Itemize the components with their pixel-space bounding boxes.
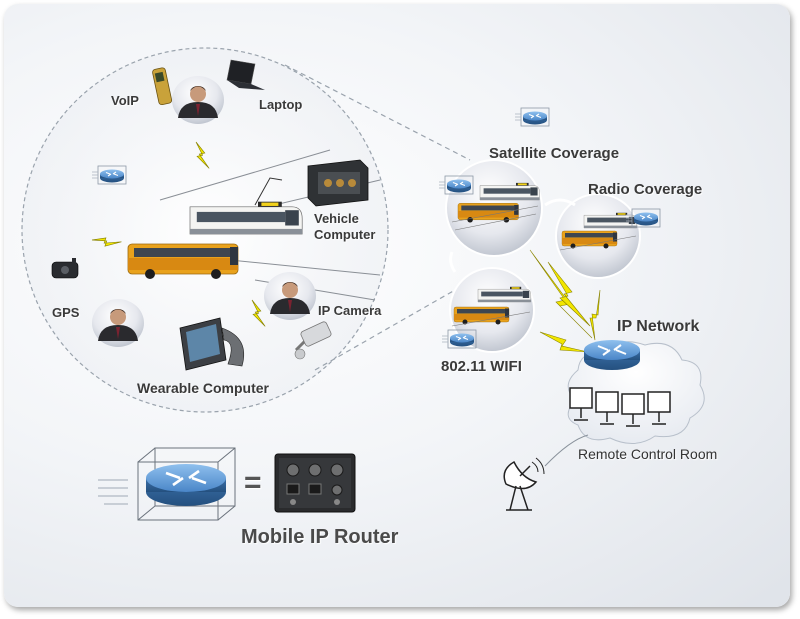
tram-icon [189,201,303,235]
vehicle-computer-label-line1: Vehicle [314,211,359,226]
gps-icon [51,258,79,279]
ip-camera-label: IP Camera [318,303,382,318]
laptop-label: Laptop [259,97,303,112]
mobile-ip-router-label: Mobile IP Router [241,526,399,548]
vehicle-computer-icon [307,159,369,207]
satellite-coverage-label: Satellite Coverage [489,145,620,162]
equals-sign: = [244,466,262,499]
monitor-icon [621,393,645,427]
cell-phone-icon [152,67,173,106]
wearable-computer-label: Wearable Computer [137,380,269,396]
ip-network-label: IP Network [617,318,700,335]
ip-camera-icon [294,321,332,360]
gps-label: GPS [52,305,80,320]
laptop-icon [226,59,265,90]
remote-control-room-label: Remote Control Room [578,446,718,462]
mobile-ip-router-legend [98,447,356,521]
voip-label: VoIP [111,93,139,108]
bus-icon [127,243,239,280]
monitor-icon [569,387,593,421]
router-icon [514,107,550,127]
hardware-router-icon [274,453,356,513]
monitor-icon [595,391,619,425]
router-icon [146,464,226,506]
satellite-coverage-bubble [445,159,543,257]
radio-coverage-bubble [555,193,641,279]
satellite-dish-icon [503,457,545,511]
wifi-label: 802.11 WIFI [441,358,522,375]
person-icon [92,299,144,347]
radio-coverage-label: Radio Coverage [588,181,703,198]
wearable-computer-icon [179,317,245,371]
vehicle-computer-label-line2: Computer [314,227,376,242]
wifi-coverage-bubble [449,267,535,353]
lightning-icon [539,331,589,353]
person-icon [172,76,224,124]
lightning-icon [547,261,591,327]
person-icon [264,272,316,320]
monitor-icon [647,391,671,425]
router-icon [584,340,640,370]
connector-line-top [284,64,471,161]
lightning-icon [589,289,601,341]
